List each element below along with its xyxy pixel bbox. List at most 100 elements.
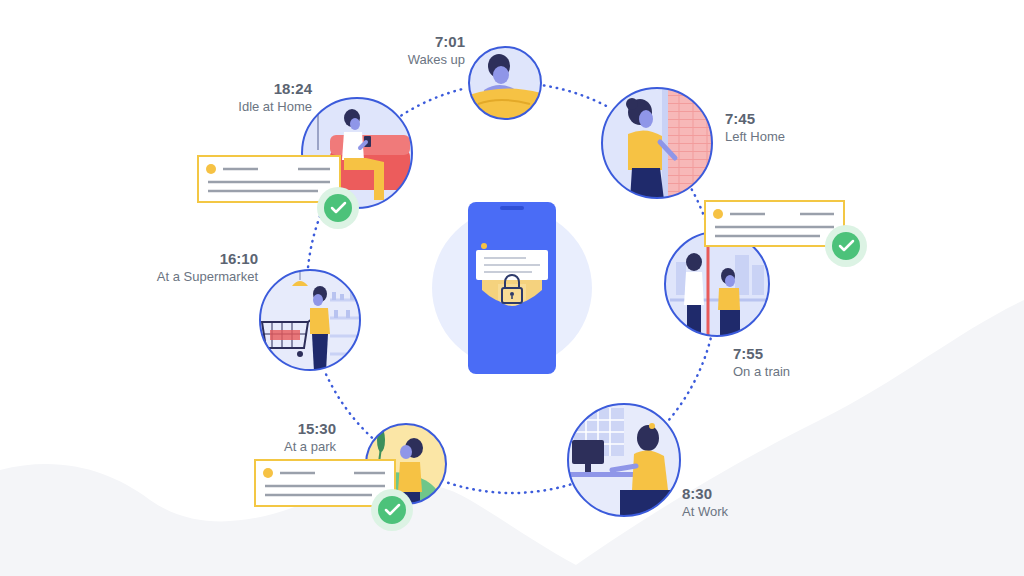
phone-illustration-part (502, 288, 522, 303)
train-scene-part (686, 253, 702, 271)
train-scene-part (676, 262, 686, 295)
supermarket-scene-part (334, 292, 352, 318)
time-label: 16:10 (38, 250, 258, 268)
scene-node: 7:55On a train (665, 232, 769, 336)
time-label: 7:55 (733, 345, 953, 363)
train-scene-part (665, 232, 769, 336)
work-scene-part (572, 440, 604, 464)
notification-card-part (713, 209, 723, 219)
work-scene-part (649, 423, 655, 429)
leave-home-scene-part (626, 98, 638, 110)
scene-label: 7:45Left Home (725, 110, 945, 145)
scene-node: 7:01Wakes up (469, 47, 541, 119)
check-badge (825, 225, 867, 267)
check-badge-part (378, 496, 406, 524)
time-label: 7:45 (725, 110, 945, 128)
park-scene-part (400, 445, 412, 459)
phone-illustration-part (511, 296, 513, 299)
supermarket-scene-part (313, 294, 323, 306)
notification-card (198, 156, 340, 202)
train-scene-part (752, 265, 764, 295)
scene-label: 18:24Idle at Home (92, 80, 312, 115)
supermarket-scene-part (270, 330, 300, 340)
ring-connector (544, 86, 611, 109)
scene-outline (260, 270, 360, 370)
activity-label: At a Supermarket (38, 268, 258, 285)
phone-illustration (432, 202, 592, 374)
ring-connector (401, 88, 466, 115)
dotted-ring-segment (668, 339, 710, 421)
leave-home-scene-part (660, 142, 675, 158)
scene-node: 18:24Idle at Home (302, 98, 412, 208)
notification-card (255, 460, 395, 506)
phone-illustration-part (500, 206, 524, 210)
notification-card-part (705, 201, 844, 246)
notification-card-part (715, 214, 834, 236)
supermarket-scene-part (297, 351, 303, 357)
ring-connector (445, 482, 570, 493)
check-badge-part (324, 194, 352, 222)
scene-outline (665, 232, 769, 336)
phone-illustration-part (484, 258, 540, 272)
home-scene-part (317, 100, 319, 150)
work-scene-part (632, 450, 668, 490)
scene-label: 16:10At a Supermarket (38, 250, 258, 285)
work-scene-part (612, 466, 636, 470)
work-scene-part (637, 425, 659, 451)
scene-node: 8:30At Work (568, 404, 680, 516)
dotted-ring-segment (445, 482, 570, 493)
supermarket-scene-part (312, 334, 328, 372)
scene-outline (568, 404, 680, 516)
scene-label: 7:01Wakes up (245, 33, 465, 68)
notification-card-part (208, 169, 330, 191)
phone-illustration-part (468, 202, 556, 374)
leave-home-scene-part (668, 85, 718, 205)
activity-label: Wakes up (245, 51, 465, 68)
supermarket-scene-part (262, 322, 308, 348)
scene-label: 8:30At Work (682, 485, 902, 520)
leave-home-scene-part (630, 168, 664, 200)
check-badge-part (371, 489, 413, 531)
supermarket-scene-part (310, 308, 330, 334)
phone-illustration-part (510, 292, 514, 296)
supermarket-scene-part (330, 300, 362, 354)
train-scene-part (718, 288, 740, 310)
park-scene-part (398, 462, 422, 492)
wake-scene-part (493, 66, 509, 84)
train-scene-part (725, 275, 735, 287)
dotted-ring-segment (544, 86, 611, 109)
activity-label: Left Home (725, 128, 945, 145)
scene-node: 15:30At a park (366, 424, 446, 504)
check-badge (371, 489, 413, 531)
work-scene (566, 404, 680, 520)
home-scene-part (360, 142, 366, 148)
notification-card-part (198, 156, 340, 202)
wake-scene (466, 47, 544, 122)
dotted-ring-segment (401, 88, 466, 115)
activity-label: At a park (116, 438, 336, 455)
check-badge (317, 187, 359, 229)
activity-label: Idle at Home (92, 98, 312, 115)
time-label: 18:24 (92, 80, 312, 98)
time-label: 7:01 (245, 33, 465, 51)
supermarket-scene-part (264, 322, 306, 348)
home-scene-part (310, 96, 326, 104)
train-scene (665, 232, 770, 340)
leave-home-scene (602, 85, 718, 205)
leave-home-scene-part (628, 130, 662, 170)
phone-illustration-part (498, 284, 526, 306)
notification-card-part (206, 164, 216, 174)
notification-card-part (255, 460, 395, 506)
phone-illustration-part (481, 243, 487, 249)
scene-outline (602, 88, 712, 198)
check-badge-part (332, 203, 345, 212)
train-scene-part (684, 272, 704, 305)
home-scene-part (350, 118, 360, 130)
check-badge-part (832, 232, 860, 260)
background-wave-part (560, 300, 1024, 576)
scene-node: 16:10At a Supermarket (260, 270, 360, 370)
work-scene-part (585, 464, 591, 472)
phone-illustration-part (505, 275, 519, 288)
